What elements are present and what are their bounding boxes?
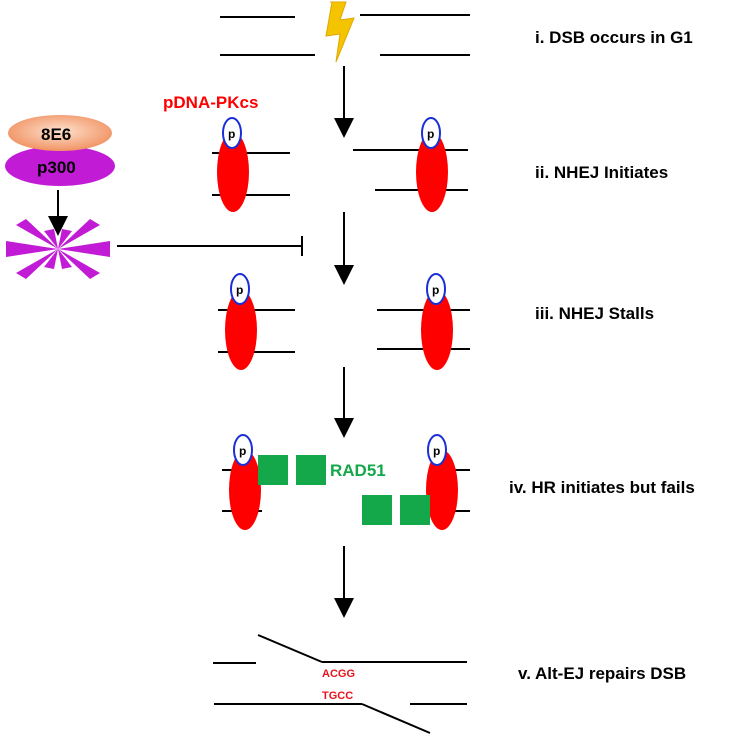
p300-complex: p300 8E6 bbox=[5, 115, 115, 186]
rad51-protein bbox=[362, 495, 392, 525]
phospho-label: p bbox=[433, 444, 440, 458]
seq-bottom-label: TGCC bbox=[322, 690, 353, 702]
step-label-iv: iv. HR initiates but fails bbox=[509, 478, 695, 497]
phospho-ring bbox=[230, 273, 250, 305]
phospho-ring bbox=[222, 117, 242, 149]
dna-pk-left-iv: p bbox=[229, 434, 261, 530]
dna-pk-left-ii: p bbox=[217, 117, 249, 212]
step-label-i: i. DSB occurs in G1 bbox=[535, 28, 693, 47]
phospho-ring bbox=[427, 434, 447, 466]
lightning-bolt-icon bbox=[325, 1, 355, 63]
step-v-dna bbox=[213, 634, 467, 734]
starburst-icon bbox=[6, 219, 110, 279]
e6-protein bbox=[8, 115, 112, 151]
dna-pk-right-iii: p bbox=[421, 273, 453, 370]
step-label-v: v. Alt-EJ repairs DSB bbox=[518, 664, 686, 683]
rad51-protein bbox=[296, 455, 326, 485]
phospho-label: p bbox=[236, 283, 243, 297]
phospho-ring bbox=[426, 273, 446, 305]
p300-protein bbox=[5, 146, 115, 186]
phospho-label: p bbox=[432, 283, 439, 297]
rad51-protein bbox=[258, 455, 288, 485]
phospho-ring bbox=[421, 117, 441, 149]
step-label-iii: iii. NHEJ Stalls bbox=[535, 304, 654, 323]
phospho-label: p bbox=[228, 127, 235, 141]
dna-pk-right-ii: p bbox=[416, 117, 448, 212]
step-label-ii: ii. NHEJ Initiates bbox=[535, 163, 668, 182]
pdna-pkcs-label: pDNA-PKcs bbox=[163, 93, 258, 112]
dna-pk-left-iii: p bbox=[225, 273, 257, 370]
seq-top-label: ACGG bbox=[322, 668, 355, 680]
rad51-protein bbox=[400, 495, 430, 525]
phospho-ring bbox=[233, 434, 253, 466]
e6-label: 8E6 bbox=[41, 125, 71, 144]
step-i-dna bbox=[220, 14, 470, 56]
phospho-label: p bbox=[239, 444, 246, 458]
p300-label: p300 bbox=[37, 158, 76, 177]
phospho-label: p bbox=[427, 127, 434, 141]
rad51-label: RAD51 bbox=[330, 461, 386, 480]
inhibition-arrow-icon bbox=[117, 236, 303, 256]
dna-pk-right-iv: p bbox=[426, 434, 458, 530]
